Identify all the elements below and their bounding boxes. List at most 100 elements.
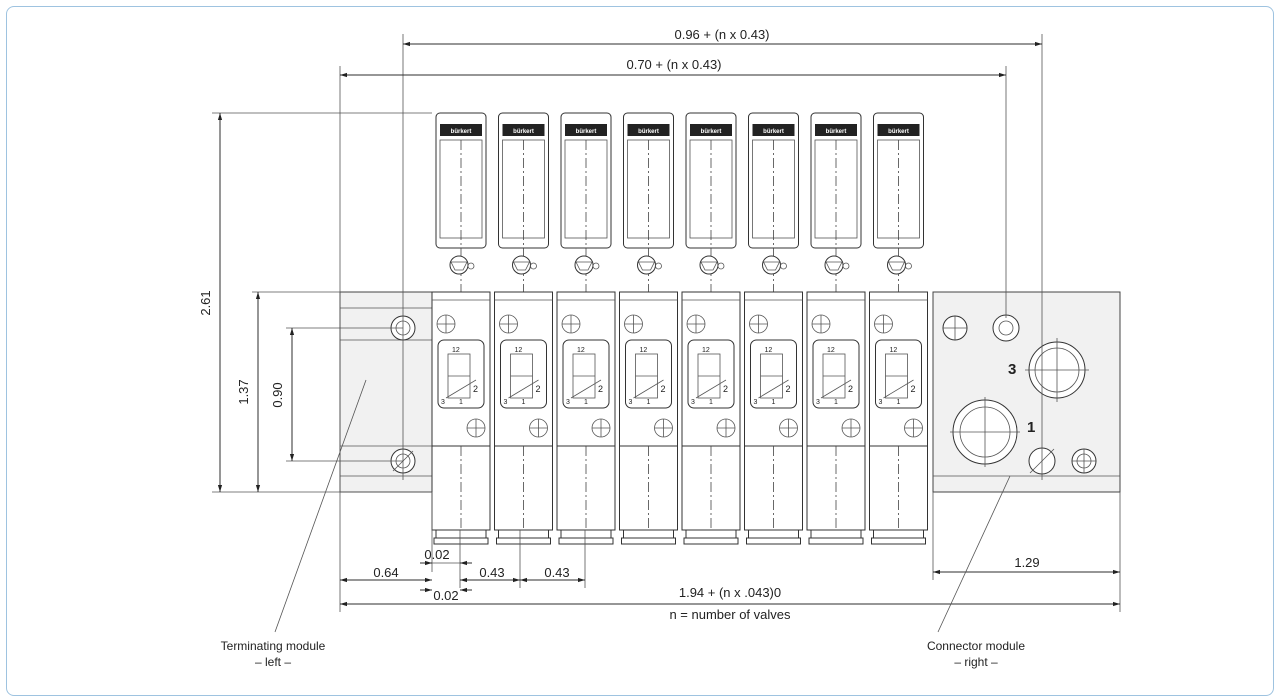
dim-offset-b: 0.02 xyxy=(433,588,458,603)
port-1-label: 1 xyxy=(1027,419,1035,436)
valve-port-1: 1 xyxy=(459,399,463,406)
valve-port-3: 3 xyxy=(816,399,820,406)
dim-overall-top: 0.96 + (n x 0.43) xyxy=(674,27,769,42)
valve-port-12: 12 xyxy=(765,347,773,354)
valve-port-12: 12 xyxy=(452,347,460,354)
valve-port-3: 3 xyxy=(566,399,570,406)
valve-port-1: 1 xyxy=(834,399,838,406)
dim-second-top: 0.70 + (n x 0.43) xyxy=(626,57,721,72)
valve-port-2: 2 xyxy=(473,384,478,394)
valve-logo: bürkert xyxy=(888,129,909,135)
valve-port-2: 2 xyxy=(661,384,666,394)
valve-foot xyxy=(685,529,737,539)
valve-logo: bürkert xyxy=(701,129,722,135)
valve-port-12: 12 xyxy=(577,347,585,354)
valve-port-1: 1 xyxy=(522,399,526,406)
valve-port-2: 2 xyxy=(536,384,541,394)
dimension-lines xyxy=(212,34,1121,633)
valve-foot xyxy=(623,529,674,539)
right-module-sublabel: – right – xyxy=(954,655,998,669)
valve-foot xyxy=(560,529,612,539)
valve-port-3: 3 xyxy=(879,399,883,406)
valve-logo-plate xyxy=(877,124,920,136)
valve-port-12: 12 xyxy=(827,347,835,354)
valve-logo: bürkert xyxy=(513,129,534,135)
valve: bürkert 12 2 3 1 xyxy=(744,112,803,545)
dim-offset-a: 0.02 xyxy=(424,547,449,562)
right-module-label: Connector module xyxy=(927,639,1025,653)
valve-logo-plate xyxy=(565,124,607,136)
valve: bürkert 12 2 3 1 xyxy=(556,112,616,545)
valve-port-1: 1 xyxy=(772,399,776,406)
valve-logo: bürkert xyxy=(451,129,472,135)
valve-logo: bürkert xyxy=(638,129,659,135)
valve-port-12: 12 xyxy=(890,347,898,354)
valve-logo: bürkert xyxy=(763,129,784,135)
connector-module-right xyxy=(932,291,1121,493)
valve-port-3: 3 xyxy=(754,399,758,406)
valve: bürkert 12 2 3 1 xyxy=(619,112,678,545)
valve-port-2: 2 xyxy=(723,384,728,394)
valve-symbol-box xyxy=(812,339,860,409)
dim-left-spacing: 0.64 xyxy=(373,565,398,580)
valve-logo-plate xyxy=(815,124,857,136)
valve-port-1: 1 xyxy=(897,399,901,406)
valve-port-3: 3 xyxy=(504,399,508,406)
valve-logo-plate xyxy=(752,124,795,136)
valve-port-1: 1 xyxy=(647,399,651,406)
valve-port-2: 2 xyxy=(848,384,853,394)
valve-foot xyxy=(748,529,799,539)
valve-symbol-box xyxy=(562,339,610,409)
valve: bürkert 12 2 3 1 xyxy=(869,112,928,545)
valve-port-12: 12 xyxy=(640,347,648,354)
port-3-label: 3 xyxy=(1008,361,1016,378)
valve-symbol-box xyxy=(437,339,485,409)
valve-foot xyxy=(810,529,862,539)
valve-port-12: 12 xyxy=(702,347,710,354)
dim-height-inner: 0.90 xyxy=(270,382,285,407)
right-bolt-hole xyxy=(992,314,1020,342)
valve-foot xyxy=(498,529,549,539)
dim-height-total: 2.61 xyxy=(198,290,213,315)
leader-right xyxy=(937,475,1011,633)
valve-symbol-box xyxy=(875,339,922,409)
valve-port-3: 3 xyxy=(629,399,633,406)
valve-symbol-box xyxy=(750,339,797,409)
valve-port-12: 12 xyxy=(515,347,523,354)
valve-port-2: 2 xyxy=(911,384,916,394)
valve-logo-plate xyxy=(502,124,545,136)
dimension-labels: 0.96 + (n x 0.43) 0.70 + (n x 0.43) 2.61… xyxy=(198,27,1040,622)
valve: bürkert 12 2 3 1 xyxy=(494,112,553,545)
valve-logo: bürkert xyxy=(576,129,597,135)
dim-right-module-width: 1.29 xyxy=(1014,555,1039,570)
valve-logo: bürkert xyxy=(826,129,847,135)
valve: bürkert 12 2 3 1 xyxy=(681,112,741,545)
valve-symbol-box xyxy=(687,339,735,409)
valve-port-1: 1 xyxy=(709,399,713,406)
valve-logo-plate xyxy=(440,124,482,136)
leader-left xyxy=(274,379,367,633)
valve-foot xyxy=(435,529,487,539)
valve-foot xyxy=(873,529,924,539)
dim-pitch-1: 0.43 xyxy=(479,565,504,580)
valve-port-2: 2 xyxy=(786,384,791,394)
valve-port-2: 2 xyxy=(598,384,603,394)
dim-pitch-2: 0.43 xyxy=(544,565,569,580)
valve-symbol-box xyxy=(500,339,547,409)
valve: bürkert 12 2 3 1 xyxy=(806,112,866,545)
valve-logo-plate xyxy=(627,124,670,136)
module-labels: Terminating module – left – Connector mo… xyxy=(221,639,1026,669)
dim-overall-bottom: 1.94 + (n x .043)0 xyxy=(679,585,781,600)
valve-port-3: 3 xyxy=(441,399,445,406)
valve: bürkert 12 2 3 1 xyxy=(431,112,491,545)
dim-height-mid: 1.37 xyxy=(236,379,251,404)
valve-symbol-box xyxy=(625,339,672,409)
terminating-module-left xyxy=(339,291,433,493)
valve-logo-plate xyxy=(690,124,732,136)
dim-note: n = number of valves xyxy=(669,607,791,622)
left-module-sublabel: – left – xyxy=(255,655,291,669)
valve-port-1: 1 xyxy=(584,399,588,406)
valve-port-3: 3 xyxy=(691,399,695,406)
left-module-label: Terminating module xyxy=(221,639,326,653)
